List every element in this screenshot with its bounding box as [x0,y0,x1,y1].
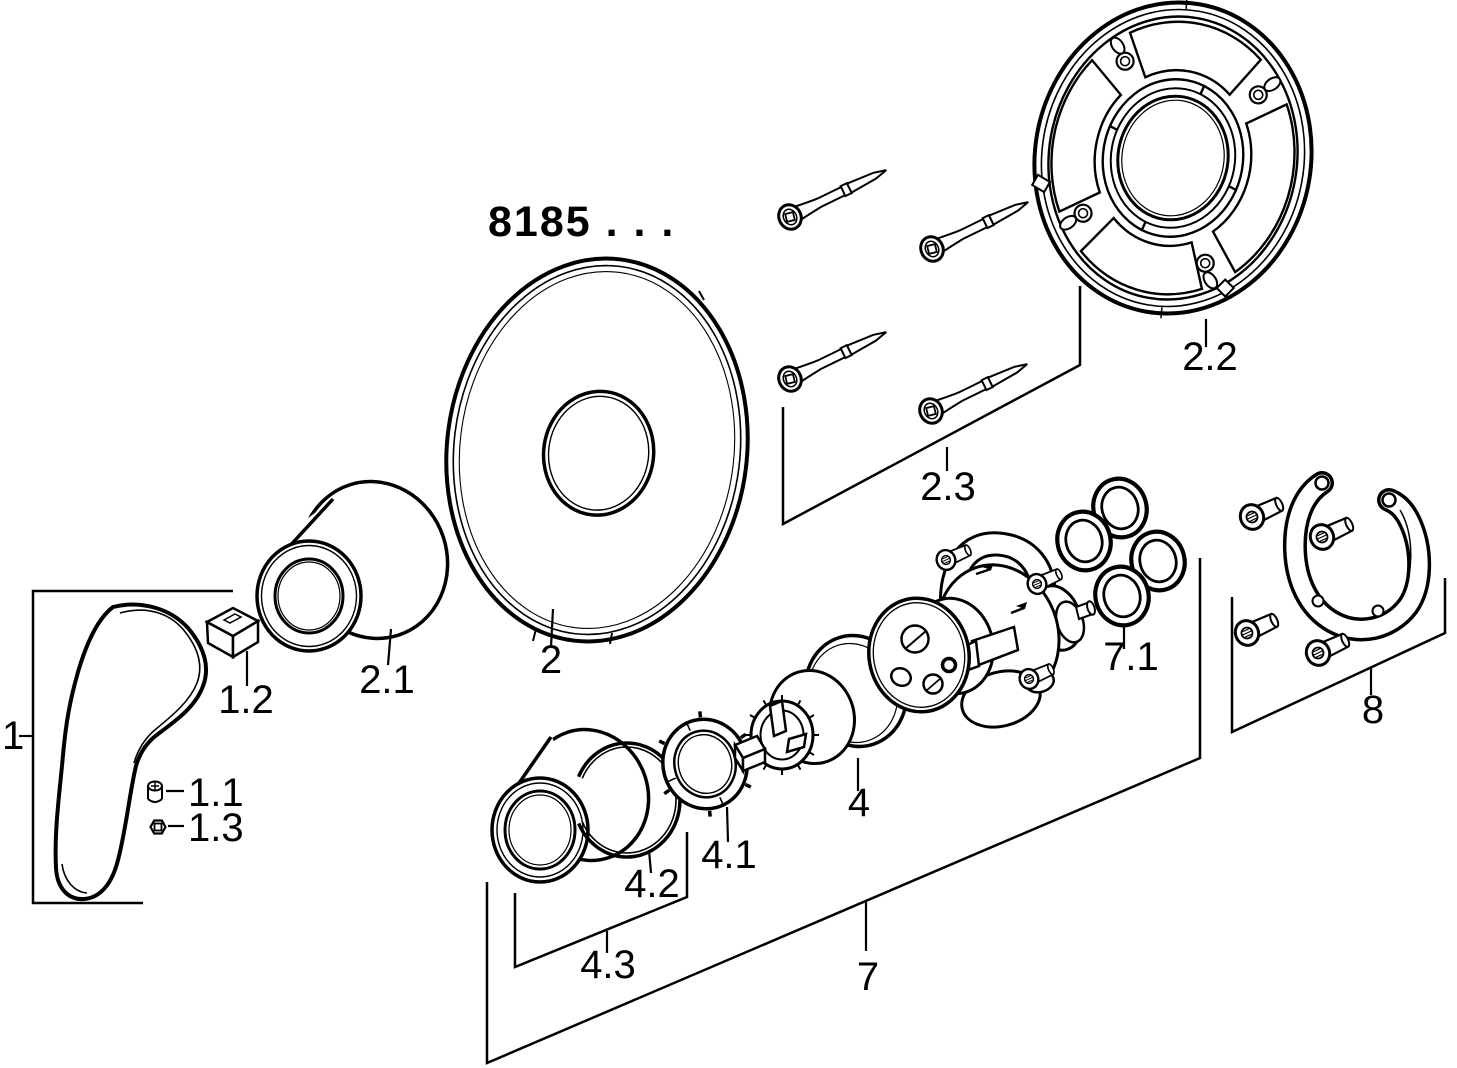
part-labels: 1 1.1 1.2 1.3 2 2.1 2.2 2.3 4 4.1 4.2 4.… [2,335,1384,999]
label-screws: 2.3 [920,465,976,509]
label-bracket: 8 [1362,688,1384,732]
label-cart-sleeve: 4.3 [580,943,636,987]
retaining-bracket [1282,471,1432,642]
valve-body [867,531,1096,729]
label-mounting-ring: 2.2 [1182,335,1238,379]
mounting-screws [773,157,1036,429]
label-o-rings: 7.1 [1103,635,1159,679]
mounting-ring [1030,0,1314,319]
escutcheon-plate [444,256,750,645]
label-cover-plug: 1.2 [218,678,274,722]
label-sleeve: 2.1 [359,658,415,702]
handle-sleeve [255,479,450,653]
locking-ring [658,711,752,817]
label-cartridge: 4 [848,781,870,825]
model-number-title: 8185 . . . [488,198,675,246]
cartridge-sleeve [490,727,651,884]
label-handle: 1 [2,714,24,758]
lever-handle [53,602,208,902]
cover-plug [204,606,261,660]
label-handle-nut: 1.3 [188,806,244,850]
handle-screw [147,780,163,803]
cartridge-stem [733,699,808,776]
label-escutcheon: 2 [540,638,562,682]
label-locking-ring: 4.1 [701,833,757,877]
handle-nut [149,819,167,835]
callout-brackets [31,286,1447,1065]
label-valve-body: 7 [857,955,879,999]
label-snap-ring: 4.2 [624,862,680,906]
valve-face-holes [890,624,958,695]
flow-direction-marks [982,563,1027,609]
label-handle-screw: 1.1 [188,771,244,815]
ring-screw-bosses [1073,51,1268,273]
leader-lines [19,319,1373,953]
